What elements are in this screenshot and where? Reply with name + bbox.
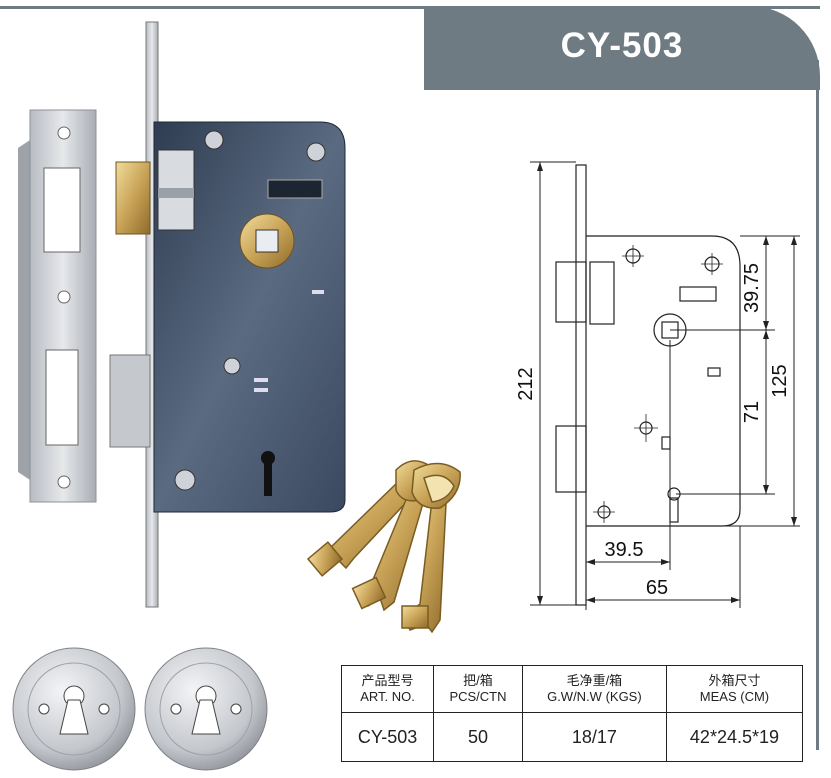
dim-125: 125 <box>769 364 791 397</box>
latch-bolt <box>115 161 151 235</box>
right-border-line <box>816 60 819 750</box>
title-banner <box>424 6 820 90</box>
top-border-line <box>0 6 820 9</box>
drawing-deadbolt <box>555 425 587 493</box>
cell-art-no: CY-503 <box>340 712 435 762</box>
lock-case <box>153 121 346 513</box>
dim-39-75: 39.75 <box>741 263 763 313</box>
drawing-latch <box>555 261 587 323</box>
drawing-forend <box>575 164 587 606</box>
dim-212: 212 <box>515 367 537 400</box>
strike-plate <box>18 109 97 503</box>
cell-weight: 18/17 <box>521 712 667 762</box>
cell-meas: 42*24.5*19 <box>665 712 804 762</box>
dim-71: 71 <box>741 401 763 423</box>
escutcheon-left <box>12 647 136 771</box>
table-row: CY-503 50 18/17 42*24.5*19 <box>340 712 804 762</box>
escutcheon-right <box>144 647 268 771</box>
cell-pcs-ctn: 50 <box>433 712 523 762</box>
drawing-case <box>586 235 741 527</box>
keys <box>306 460 461 634</box>
product-title: CY-503 <box>560 26 684 65</box>
dead-bolt <box>109 354 151 448</box>
dim-65: 65 <box>646 577 668 599</box>
dim-39-5: 39.5 <box>605 539 644 561</box>
